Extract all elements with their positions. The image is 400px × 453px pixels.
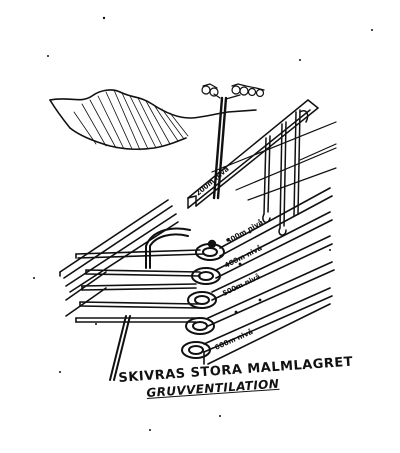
surface-fan-right [231, 83, 265, 98]
main-shaft [212, 96, 228, 200]
level-drifts-diagonal [203, 187, 335, 365]
upper-drift-200m [187, 99, 319, 209]
level-label-300: 300m nivå [225, 217, 265, 245]
mountain-hatching [73, 89, 189, 151]
drift-markers [226, 230, 262, 314]
fan-connector [213, 93, 241, 100]
surface-fan-left [201, 83, 219, 97]
upper-rails [211, 121, 337, 201]
level-loops [181, 239, 225, 359]
vertical-raises [262, 109, 309, 236]
level-decks [75, 249, 205, 323]
lower-shaft [109, 227, 191, 381]
paper-specks [33, 16, 373, 431]
